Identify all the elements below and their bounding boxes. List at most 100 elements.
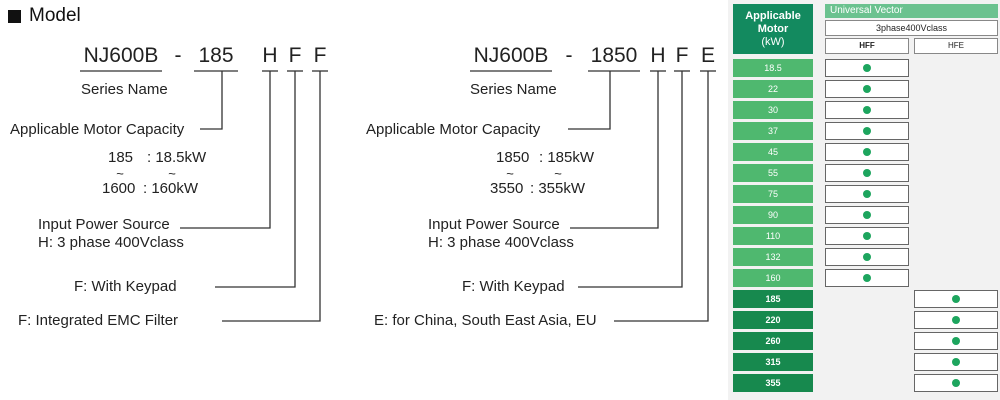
motor-header-line2: Motor: [757, 23, 789, 35]
availability-dot-icon: [952, 295, 960, 303]
cap-end-code-left: 1600: [102, 180, 136, 197]
code-power-left: H: [262, 44, 278, 67]
cap-start-code-left: 185: [108, 149, 134, 166]
leader-filter-left: [222, 71, 321, 322]
cap-end-code-right: 3550: [490, 180, 524, 197]
availability-dot-icon: [863, 85, 871, 93]
availability-dot-icon: [863, 211, 871, 219]
code-dash-right: -: [565, 44, 573, 67]
availability-dot-icon: [863, 190, 871, 198]
motor-header-unit: (kW): [761, 36, 785, 48]
cell-hff-160: [825, 269, 909, 287]
series-name-right: Series Name: [470, 81, 557, 98]
diagram-connector-lines: [80, 70, 716, 322]
cap-start-val-right: : 185kW: [539, 149, 595, 166]
leader-region-right: [614, 71, 709, 322]
row-kw-45: 45: [733, 143, 813, 161]
range-tilde-2-right: ~: [554, 166, 562, 181]
availability-dot-icon: [863, 106, 871, 114]
code-capacity-right: 1850: [590, 44, 638, 67]
cell-hff-55: [825, 164, 909, 182]
keypad-label-right: F: With Keypad: [462, 278, 565, 295]
cell-hfe-315: [914, 353, 998, 371]
code-dash-left: -: [174, 44, 182, 67]
leader-keypad-right: [578, 71, 683, 288]
availability-dot-icon: [952, 337, 960, 345]
cap-start-val-left: : 18.5kW: [147, 149, 207, 166]
section-title-text: Model: [29, 5, 81, 26]
section-title: Model: [8, 5, 81, 27]
row-kw-185: 185: [733, 290, 813, 308]
row-kw-132: 132: [733, 248, 813, 266]
class-header: 3phase400Vclass: [825, 20, 998, 36]
availability-dot-icon: [863, 169, 871, 177]
availability-dot-icon: [863, 64, 871, 72]
leader-power-left: [180, 71, 271, 229]
cell-hfe-220: [914, 311, 998, 329]
power-value-left: H: 3 phase 400Vclass: [38, 234, 184, 251]
row-kw-260: 260: [733, 332, 813, 350]
row-kw-220: 220: [733, 311, 813, 329]
code-keypad-right: F: [675, 44, 689, 67]
availability-dot-icon: [863, 127, 871, 135]
cell-hff-45: [825, 143, 909, 161]
row-kw-315: 315: [733, 353, 813, 371]
cell-hff-18.5: [825, 59, 909, 77]
row-kw-22: 22: [733, 80, 813, 98]
cap-end-val-right: : 355kW: [530, 180, 586, 197]
code-power-right: H: [650, 44, 666, 67]
row-kw-75: 75: [733, 185, 813, 203]
availability-dot-icon: [952, 358, 960, 366]
group-header: Universal Vector: [825, 4, 998, 18]
cell-hfe-185: [914, 290, 998, 308]
power-label-right: Input Power Source: [428, 216, 560, 233]
range-tilde-1-left: ~: [116, 166, 124, 181]
cell-hfe-355: [914, 374, 998, 392]
row-kw-90: 90: [733, 206, 813, 224]
capacity-label-left: Applicable Motor Capacity: [10, 121, 185, 138]
cell-hfe-260: [914, 332, 998, 350]
cap-end-val-left: : 160kW: [143, 180, 199, 197]
code-capacity-left: 185: [198, 44, 234, 67]
cell-hff-37: [825, 122, 909, 140]
capacity-label-right: Applicable Motor Capacity: [366, 121, 541, 138]
code-series-left: NJ600B: [83, 44, 159, 67]
motor-header-line1: Applicable: [745, 10, 801, 22]
row-kw-37: 37: [733, 122, 813, 140]
motor-header: Applicable Motor (kW): [733, 4, 813, 54]
availability-dot-icon: [863, 232, 871, 240]
row-kw-355: 355: [733, 374, 813, 392]
range-tilde-2-left: ~: [168, 166, 176, 181]
availability-dot-icon: [952, 316, 960, 324]
leader-power-right: [570, 71, 659, 229]
row-kw-110: 110: [733, 227, 813, 245]
keypad-label-left: F: With Keypad: [74, 278, 177, 295]
filter-label-left: F: Integrated EMC Filter: [18, 312, 179, 329]
row-kw-18.5: 18.5: [733, 59, 813, 77]
row-kw-30: 30: [733, 101, 813, 119]
cell-hff-110: [825, 227, 909, 245]
leader-capacity-right: [568, 71, 611, 130]
code-filter-left: F: [313, 44, 327, 67]
cell-hff-75: [825, 185, 909, 203]
code-region-right: E: [700, 44, 716, 67]
availability-dot-icon: [863, 253, 871, 261]
square-bullet-icon: [8, 9, 21, 23]
leader-capacity-left: [200, 71, 223, 130]
cell-hff-22: [825, 80, 909, 98]
region-label-right: E: for China, South East Asia, EU: [374, 312, 597, 329]
availability-dot-icon: [863, 148, 871, 156]
cell-hff-30: [825, 101, 909, 119]
range-tilde-1-right: ~: [506, 166, 514, 181]
series-name-left: Series Name: [81, 81, 168, 98]
column-header-hff: HFF: [825, 38, 909, 54]
power-value-right: H: 3 phase 400Vclass: [428, 234, 574, 251]
code-series-right: NJ600B: [473, 44, 549, 67]
availability-dot-icon: [952, 379, 960, 387]
availability-dot-icon: [863, 274, 871, 282]
row-kw-55: 55: [733, 164, 813, 182]
power-label-left: Input Power Source: [38, 216, 170, 233]
cell-hff-90: [825, 206, 909, 224]
code-keypad-left: F: [288, 44, 302, 67]
row-kw-160: 160: [733, 269, 813, 287]
